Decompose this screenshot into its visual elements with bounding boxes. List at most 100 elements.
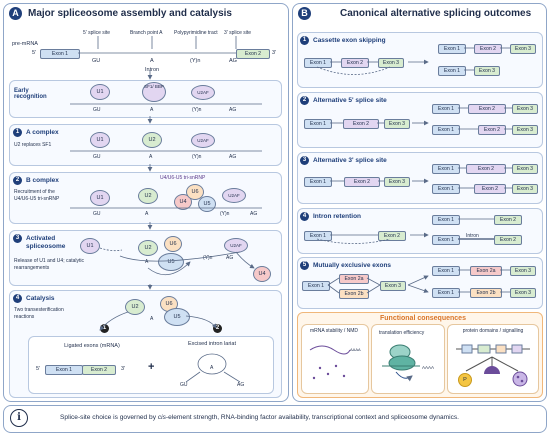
ligated-exon2: Exon 2	[82, 365, 116, 375]
protein-domain-icon	[456, 344, 530, 387]
u1-b: U1	[90, 190, 110, 206]
u4-released: U4	[253, 266, 271, 282]
cas-skip-exon3: Exon 3	[474, 66, 500, 76]
b-yn: (Y)n	[220, 211, 230, 217]
yn-label: (Y)n	[190, 58, 201, 64]
func-mrna-label: mRNA stability / NMD	[309, 328, 359, 334]
a5-o1-exon3: Exon 3	[512, 104, 538, 114]
ir-o2-exon2: Exon 2	[494, 235, 522, 245]
activated-desc: Release of U1 and U4; catalytic rearrang…	[14, 258, 85, 271]
alt5-title: Alternative 5' splice site	[313, 97, 387, 104]
ir-pre-exon2: Exon 2	[378, 231, 406, 241]
mutex-box	[297, 257, 543, 309]
mx-o2-exon2b: Exon 2b	[470, 288, 502, 298]
activated-num: 3	[13, 234, 22, 243]
u2-cat: U2	[125, 299, 145, 315]
ribosome-icon	[382, 344, 420, 382]
five-prime: 5'	[32, 50, 37, 56]
a3-o2-exon3: Exon 3	[512, 184, 538, 194]
early-a: A	[150, 107, 154, 113]
mx-pre-exon2b: Exon 2b	[339, 289, 369, 299]
ir-o1-exon2: Exon 2	[494, 215, 522, 225]
mx-o1-exon3: Exon 3	[510, 266, 536, 276]
ligated-5p: 5'	[36, 366, 41, 372]
a5-o2-exon3: Exon 3	[512, 125, 538, 135]
mutex-title: Mutually exclusive exons	[313, 262, 392, 269]
early-gu: GU	[93, 107, 101, 113]
u4-b: U4	[174, 194, 192, 210]
complex-a-num: 1	[13, 128, 22, 137]
cas-pre-exon2: Exon 2	[341, 58, 369, 68]
five-splice-label: 5' splice site	[83, 30, 111, 36]
early-title: Early recognition	[14, 88, 47, 100]
mx-o1-exon2a: Exon 2a	[470, 266, 502, 276]
premrna-label: pre-mRNA	[12, 41, 38, 47]
catalysis-title: Catalysis	[26, 295, 55, 302]
u6-b: U6	[186, 184, 204, 200]
functional-title: Functional consequences	[380, 315, 466, 322]
a3-pre-exon2: Exon 2	[344, 177, 380, 187]
retention-title: Intron retention	[313, 213, 362, 220]
mx-o1-exon1: Exon 1	[432, 266, 460, 276]
lariat-gu: GU	[180, 382, 188, 388]
cat-a: A	[150, 316, 154, 322]
a-ag: AG	[229, 154, 237, 160]
step1-marker: 1	[100, 324, 109, 333]
u2-a: U2	[142, 132, 162, 148]
u1-released: U1	[80, 238, 100, 254]
panel-a-title: Major spliceosome assembly and catalysis	[28, 8, 232, 19]
panel-b-title: Canonical alternative splicing outcomes	[340, 8, 532, 19]
footer-text-after: -element strength, RNA-binding factor av…	[165, 414, 459, 421]
ag-label: AG	[229, 58, 237, 64]
ir-o2-exon1: Exon 1	[432, 235, 460, 245]
ir-o1-exon1: Exon 1	[432, 215, 460, 225]
a-label: A	[150, 58, 154, 64]
a5-o2-exon1: Exon 1	[432, 125, 460, 135]
mrna-decay-icon	[309, 345, 351, 380]
a3-o1-exon1: Exon 1	[432, 164, 460, 174]
ligated-3p: 3'	[121, 366, 126, 372]
footer-text: Splice-site choice is governed by cis-el…	[60, 414, 459, 421]
cassette-title: Cassette exon skipping	[313, 37, 386, 44]
mx-pre-exon3: Exon 3	[380, 281, 406, 291]
complex-a-desc: U2 replaces SF1	[14, 142, 52, 148]
func-protein-label: protein domains / signalling	[462, 328, 524, 334]
footer-bar	[3, 405, 547, 433]
panel-a-letter: A	[9, 7, 22, 20]
complex-b-desc: Recruitment of the U4/U6-U5 tri-snRNP	[14, 189, 60, 202]
tri-snrnp-label: U4/U6-U5 tri-snRNP	[160, 175, 206, 181]
cas-skip-exon1: Exon 1	[438, 66, 466, 76]
complex-a-title: A complex	[26, 129, 59, 136]
cassette-box	[297, 32, 543, 88]
lariat-label: Excised intron lariat	[188, 341, 236, 347]
alt5-num: 2	[300, 96, 309, 105]
a3-pre-exon3: Exon 3	[384, 177, 410, 187]
ir-intron: Intron	[466, 233, 479, 239]
func-mrna-aaaa: AAAA	[350, 347, 361, 352]
act-a: A	[145, 259, 149, 265]
a3-o2-exon1: Exon 1	[432, 184, 460, 194]
catalysis-num: 4	[13, 294, 22, 303]
a-a: A	[149, 154, 153, 160]
complex-b-num: 2	[13, 176, 22, 185]
retention-num: 4	[300, 212, 309, 221]
a3-o2-exon2: Exon 2	[474, 184, 506, 194]
info-icon: i	[10, 409, 28, 427]
three-prime: 3'	[272, 50, 277, 56]
gu-label: GU	[92, 58, 101, 64]
polypyr-label: Polypyrimidine tract	[174, 30, 218, 36]
footer-text-cis: cis	[157, 414, 166, 421]
b-gu: GU	[93, 211, 101, 217]
alt3-title: Alternative 3' splice site	[313, 157, 387, 164]
exon2-box: Exon 2	[236, 49, 270, 59]
a-yn: (Y)n	[192, 154, 202, 160]
act-yn: (Y)n	[203, 255, 213, 261]
a3-o1-exon2: Exon 2	[466, 164, 506, 174]
activated-title: Activated spliceosome	[26, 235, 66, 250]
panel-b-letter: B	[298, 7, 311, 20]
cas-inc-exon2: Exon 2	[474, 44, 502, 54]
a5-o1-exon2: Exon 2	[468, 104, 506, 114]
a-gu: GU	[93, 154, 101, 160]
early-ag: AG	[229, 107, 237, 113]
